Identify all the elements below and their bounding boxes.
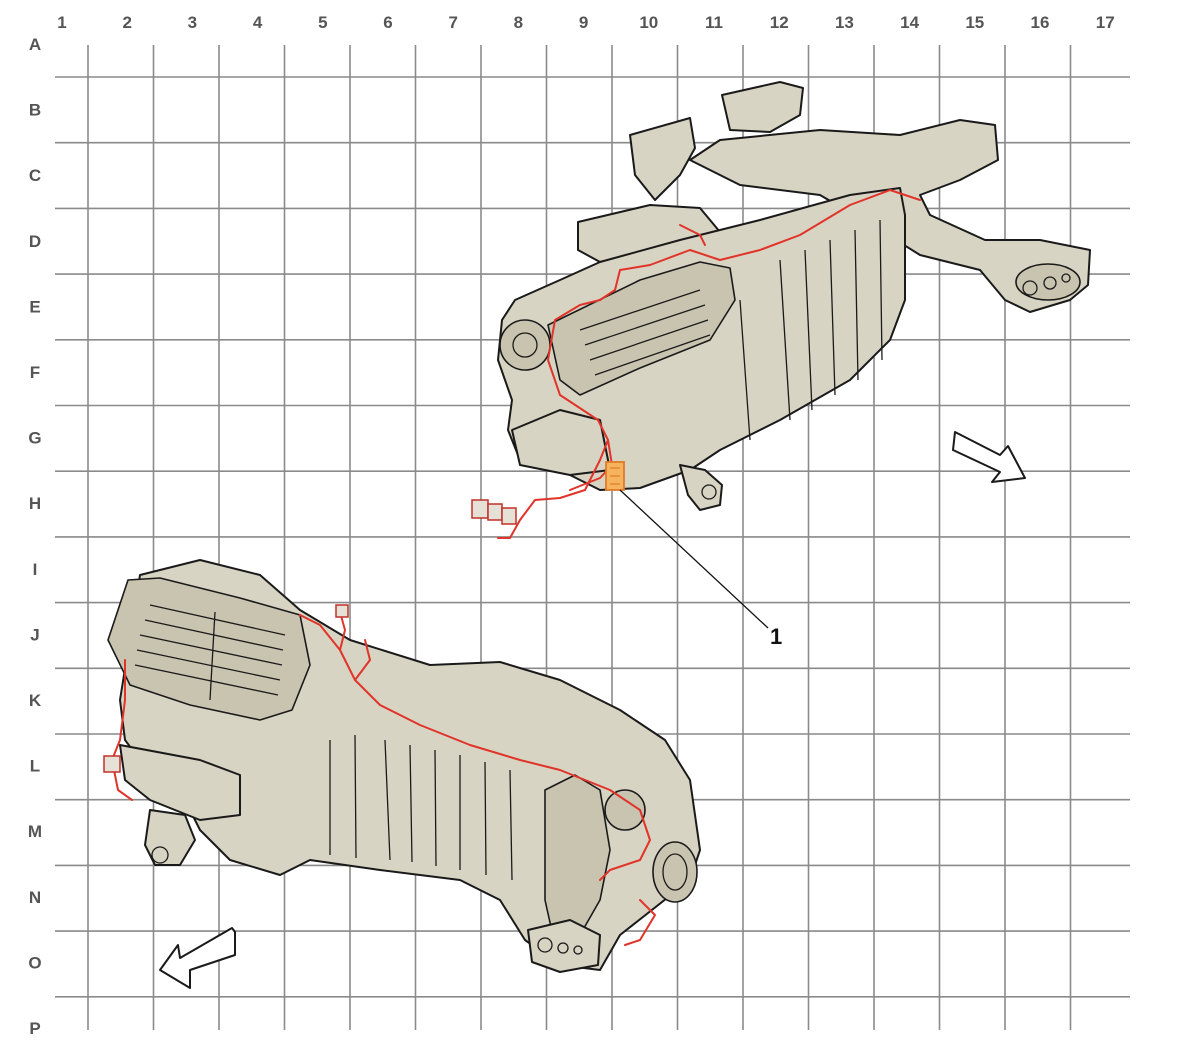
- column-label: 9: [579, 13, 588, 32]
- housing-rib: [329, 734, 357, 859]
- harness-wire: [111, 659, 133, 801]
- row-label: L: [30, 757, 40, 776]
- column-label: 3: [188, 13, 197, 32]
- row-label: K: [29, 691, 42, 710]
- column-label: 13: [835, 13, 854, 32]
- harness-wire: [299, 614, 651, 881]
- row-label: B: [29, 101, 41, 120]
- lower-wiring-harness: [103, 604, 656, 946]
- column-label: 16: [1031, 13, 1050, 32]
- column-label: 1: [57, 13, 66, 32]
- harness-connector: [471, 499, 489, 519]
- outlet-port: [1043, 276, 1057, 290]
- column-label: 6: [383, 13, 392, 32]
- column-label: 11: [705, 13, 723, 32]
- row-label: G: [28, 429, 41, 448]
- harness-wire: [497, 439, 609, 539]
- row-label: N: [29, 888, 41, 907]
- inlet-ring: [662, 853, 688, 891]
- column-label: 10: [639, 13, 658, 32]
- row-label: H: [29, 494, 41, 513]
- column-label: 12: [770, 13, 789, 32]
- housing-rib: [879, 219, 883, 361]
- column-label: 8: [514, 13, 523, 32]
- row-label: P: [29, 1019, 40, 1038]
- outlet-port: [1061, 273, 1071, 283]
- grille-slats: [579, 289, 711, 376]
- upper-vent-duct-left: [629, 117, 696, 201]
- housing-rib: [779, 259, 791, 421]
- housing-rib: [804, 249, 813, 411]
- column-label: 17: [1096, 13, 1115, 32]
- connector-pins: [610, 467, 620, 485]
- harness-wire: [547, 189, 921, 466]
- lower-outlet-plate: [527, 919, 601, 973]
- row-label: I: [33, 560, 38, 579]
- blower-hub: [512, 332, 538, 358]
- harness-connector: [487, 503, 503, 521]
- upper-vent-duct-right: [721, 81, 804, 133]
- outlet-port: [1022, 280, 1038, 296]
- harness-connector: [103, 755, 121, 773]
- housing-rib: [384, 739, 513, 881]
- harness-wire: [679, 224, 706, 246]
- lower-hvac-module: [107, 559, 701, 973]
- column-label: 2: [122, 13, 131, 32]
- harness-connector: [335, 604, 349, 618]
- row-label: M: [28, 822, 42, 841]
- harness-wire: [354, 639, 371, 681]
- upper-wiring-harness: [471, 189, 921, 539]
- lower-blower-inlet: [652, 841, 698, 903]
- right-outlet: [1015, 263, 1081, 301]
- upper-front-grille: [547, 261, 736, 396]
- callout-1-label: 1: [770, 624, 782, 649]
- direction-arrow-lower-left-icon: [159, 927, 236, 989]
- row-label: E: [29, 297, 40, 316]
- harness-wire: [339, 611, 346, 651]
- column-label: 14: [900, 13, 919, 32]
- outlet-port: [573, 945, 583, 955]
- row-label: J: [30, 625, 39, 644]
- row-label: D: [29, 232, 41, 251]
- row-labels: A B C D E F G H I J K L M N O P: [28, 35, 42, 1038]
- housing-rib: [829, 239, 836, 396]
- harness-wire: [624, 899, 656, 946]
- upper-hvac-module: [497, 81, 1091, 511]
- lower-left-extension: [119, 744, 241, 821]
- column-label: 4: [253, 13, 263, 32]
- row-label: F: [30, 363, 40, 382]
- vent-divider: [209, 611, 216, 701]
- mount-bolt: [151, 846, 169, 864]
- duct-edge: [929, 214, 986, 241]
- column-label: 7: [448, 13, 457, 32]
- upper-blower-motor: [499, 319, 551, 371]
- housing-rib: [854, 229, 859, 381]
- outlet-port: [557, 942, 569, 954]
- row-label: A: [29, 35, 41, 54]
- outlet-port: [537, 937, 553, 953]
- direction-arrow-upper-right-icon: [952, 431, 1026, 483]
- harness-connector: [501, 507, 517, 525]
- row-label: C: [29, 166, 41, 185]
- callout-1-leader: [619, 489, 769, 629]
- row-label: O: [28, 953, 41, 972]
- lower-actuator: [604, 789, 646, 831]
- column-label: 5: [318, 13, 327, 32]
- mount-bolt: [701, 484, 717, 500]
- column-label: 15: [965, 13, 984, 32]
- housing-rib: [739, 299, 751, 441]
